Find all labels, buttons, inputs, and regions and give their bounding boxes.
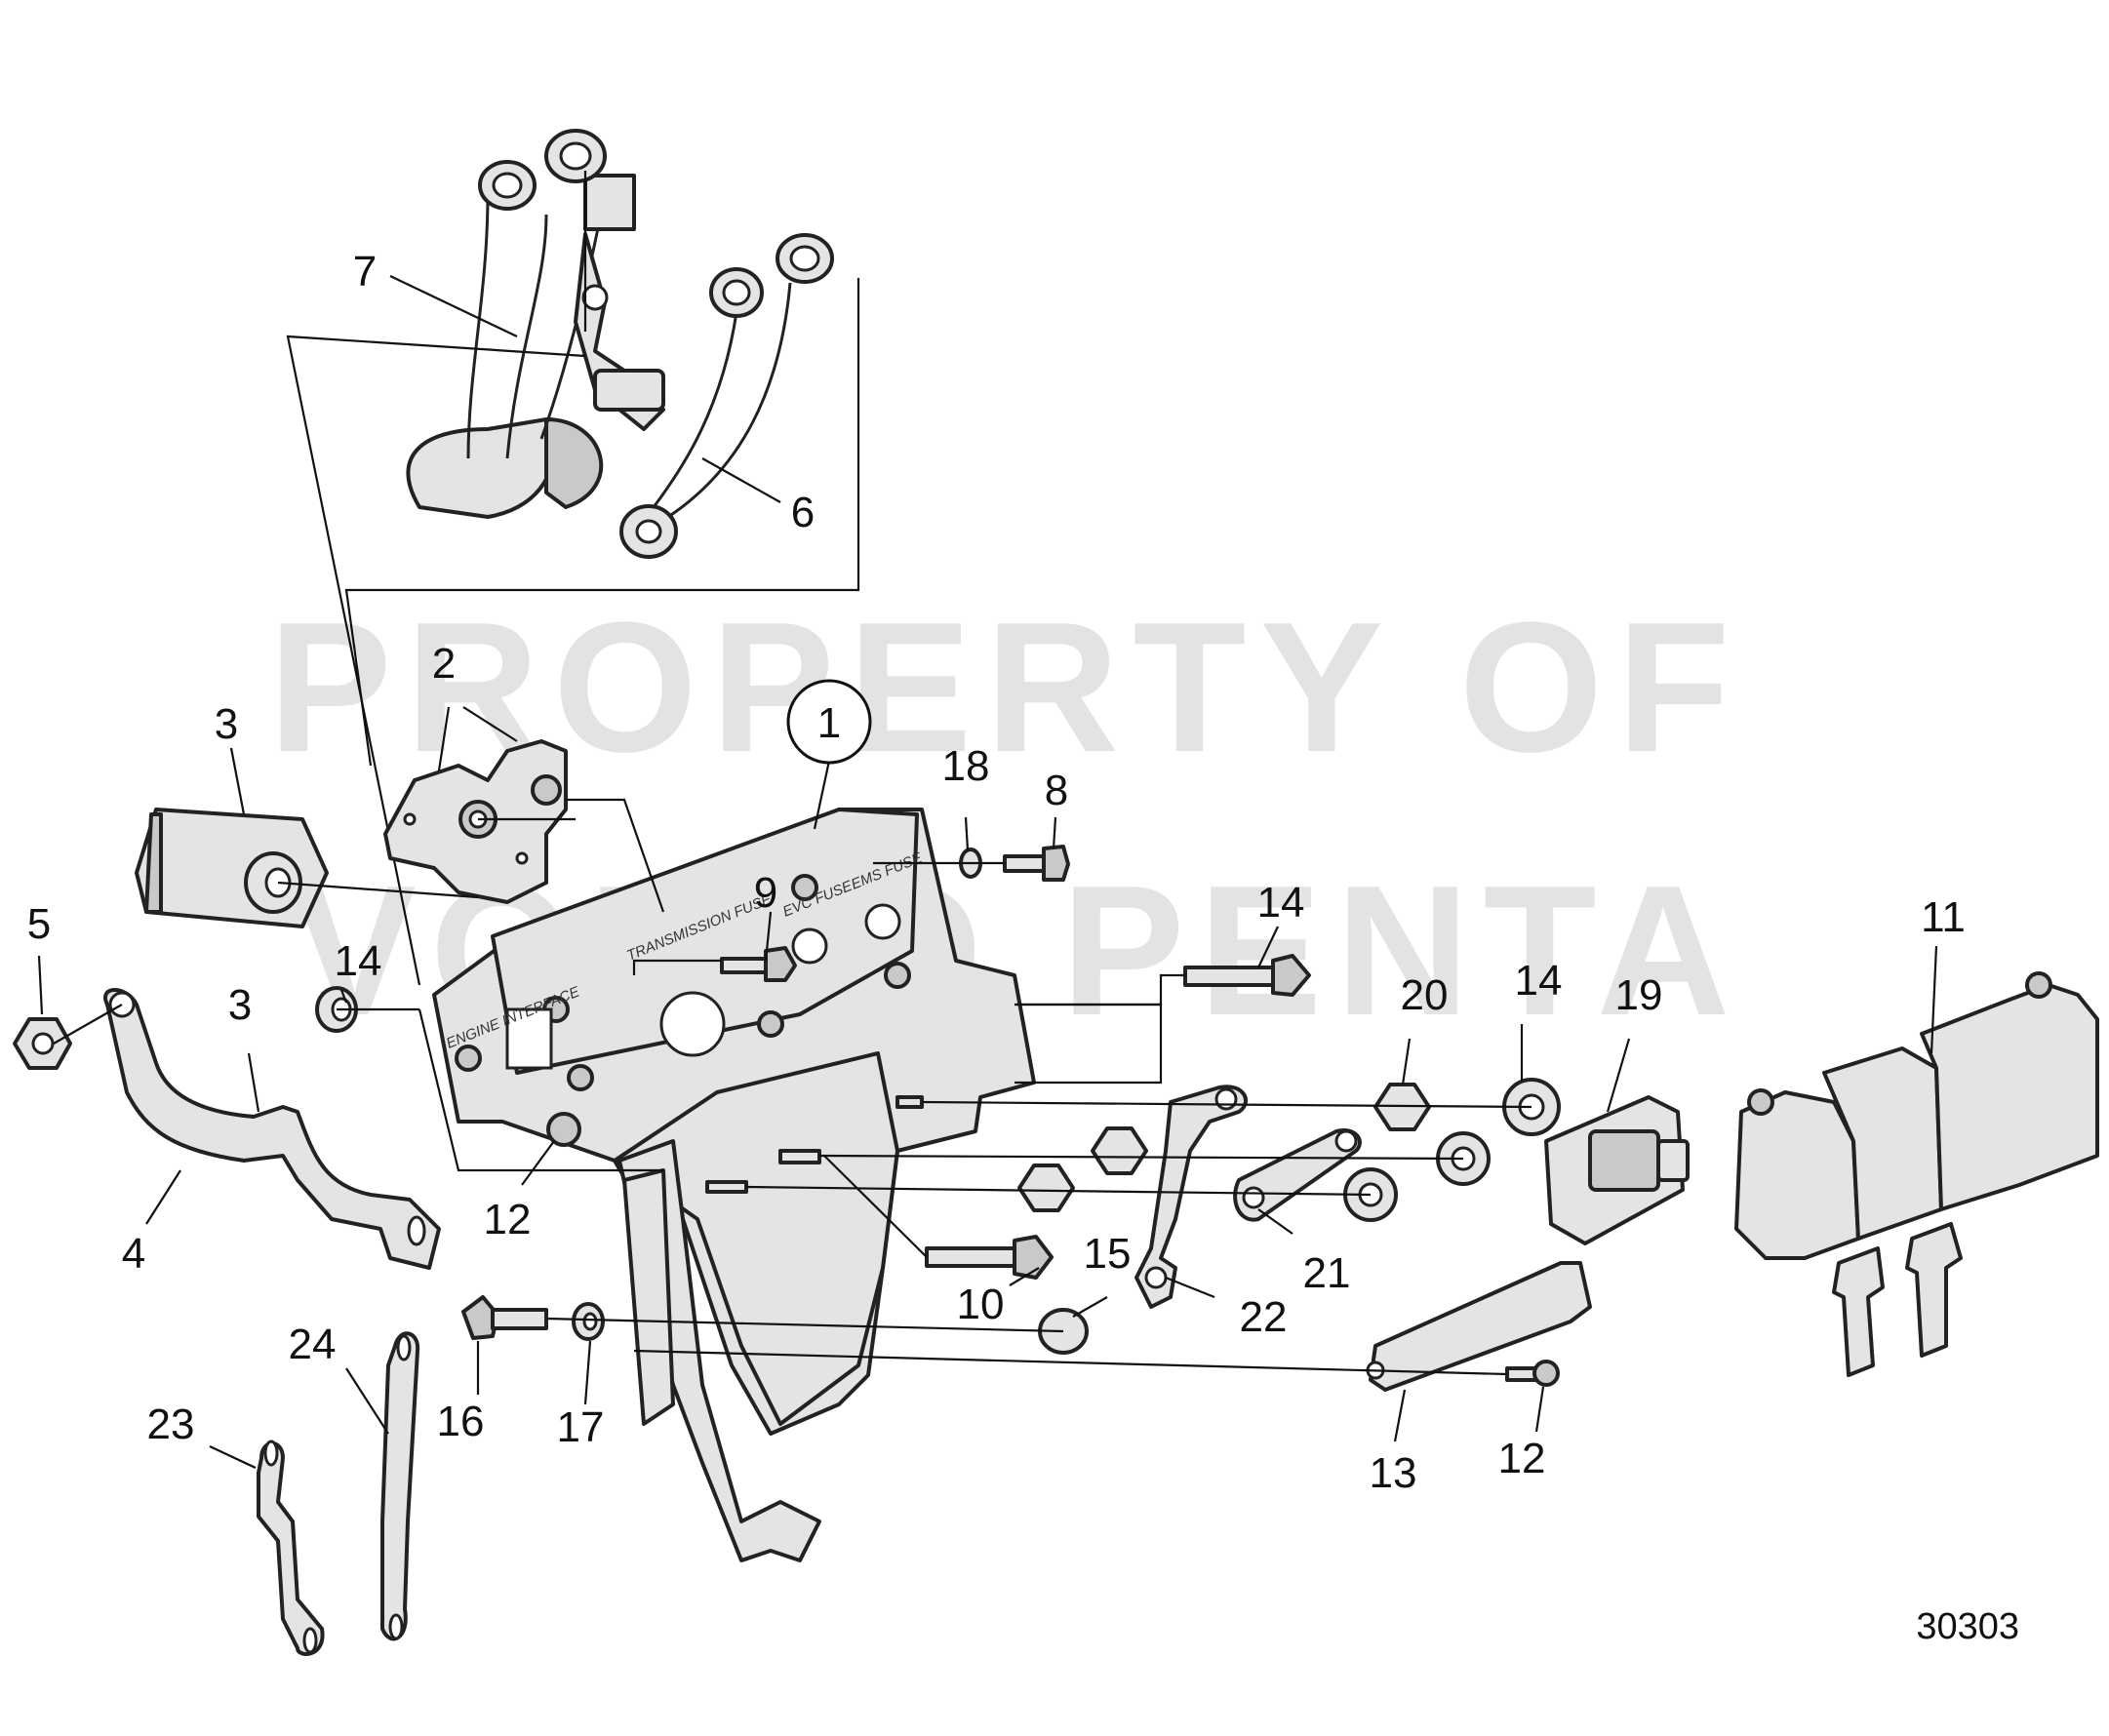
alignment-lines <box>53 798 1532 1376</box>
nuts-washers-right <box>1017 1078 1561 1222</box>
callout-17: 17 <box>557 1403 605 1451</box>
fasteners <box>461 845 1560 1387</box>
straps <box>257 1331 420 1656</box>
callout-22: 22 <box>1240 1293 1288 1341</box>
callout-15: 15 <box>1084 1230 1132 1278</box>
callout-20: 20 <box>1401 971 1449 1019</box>
callout-14-right: 14 <box>1515 957 1563 1005</box>
callout-14-left: 14 <box>335 937 382 985</box>
callout-10: 10 <box>957 1281 1005 1328</box>
callout-16: 16 <box>437 1398 485 1445</box>
callout-3-top: 3 <box>215 700 238 748</box>
callout-14-top: 14 <box>1257 879 1305 927</box>
callout-leaders <box>37 275 1938 1469</box>
callout-3-bottom: 3 <box>228 981 252 1029</box>
callout-8: 8 <box>1045 767 1068 814</box>
harness-frame-lines <box>286 171 860 986</box>
callout-13: 13 <box>1370 1449 1417 1497</box>
callout-12-left: 12 <box>484 1196 532 1243</box>
connector-housings <box>135 739 568 928</box>
cover-13 <box>1366 1261 1592 1392</box>
callout-6: 6 <box>791 489 815 536</box>
nut-5 <box>13 1017 72 1070</box>
watermark-line1: PROPERTY OF <box>268 584 1743 791</box>
callout-23: 23 <box>147 1401 195 1448</box>
callout-18: 18 <box>942 742 990 790</box>
wiring-harness <box>406 129 665 519</box>
callout-5: 5 <box>27 900 51 948</box>
callout-1: 1 <box>817 699 841 747</box>
callout-21: 21 <box>1303 1249 1351 1297</box>
relay-base <box>1544 1095 1690 1245</box>
callout-11: 11 <box>1921 893 1966 941</box>
callout-2: 2 <box>432 640 456 688</box>
callout-7: 7 <box>353 248 377 296</box>
callout-12-right: 12 <box>1498 1435 1546 1482</box>
main-part-circle <box>786 679 872 765</box>
callout-9: 9 <box>754 869 777 917</box>
callout-numbers: 1 2 3 3 4 5 6 7 8 9 10 11 12 12 13 14 14… <box>27 248 1966 1497</box>
callout-4: 4 <box>122 1230 145 1278</box>
link-plates <box>1134 1085 1362 1309</box>
main-plate: ENGINE INTERFACE TRANSMISSION FUSE EVC F… <box>432 808 1036 1562</box>
callout-19: 19 <box>1615 971 1663 1019</box>
ground-cable <box>619 233 834 559</box>
callout-24: 24 <box>289 1321 337 1368</box>
relay-block-11 <box>1734 971 2099 1377</box>
figure-number: 30303 <box>1916 1606 2019 1647</box>
